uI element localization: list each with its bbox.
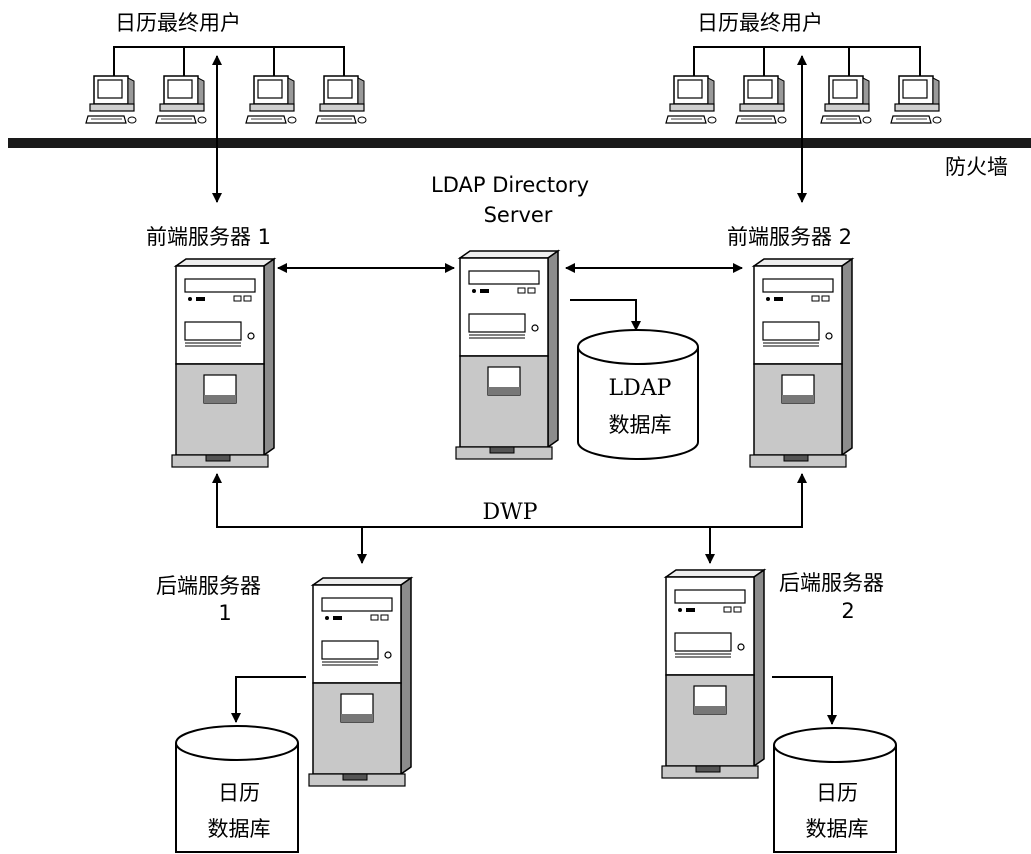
back-server-2-label-line1: 后端服务器 (779, 571, 884, 595)
computer-icon (820, 75, 872, 124)
computer-icon (315, 75, 367, 124)
back-server-2-label-line2: 2 (841, 599, 854, 623)
back1-db-link-arrow (231, 676, 306, 723)
dwp-label: DWP (482, 500, 537, 525)
back-server-1-label-line1: 后端服务器 (156, 574, 261, 598)
computer-icon (245, 75, 297, 124)
end-users-left-group (85, 46, 367, 124)
firewall-bar (8, 138, 1031, 148)
end-users-right-label: 日历最终用户 (697, 11, 823, 35)
front-server-1-icon (171, 258, 275, 468)
front-server-1-label: 前端服务器 1 (146, 225, 271, 249)
computer-icon (890, 75, 942, 124)
back-server-2-icon (661, 569, 765, 779)
ldap-database-icon (577, 329, 699, 460)
computer-icon (85, 75, 137, 124)
back2-db-link-arrow (772, 676, 837, 725)
dwp-bus-line (212, 473, 807, 528)
computer-icon (155, 75, 207, 124)
ldap-db-label-line1: LDAP (609, 376, 672, 401)
ldap-server-label-line1: LDAP Directory (431, 173, 589, 197)
calendar-database-2-icon (773, 727, 897, 853)
ldap-server-label-line2: Server (484, 203, 553, 227)
calendar-database-1-icon (175, 725, 299, 853)
firewall-label: 防火墙 (945, 155, 1008, 179)
back-server-1-icon (308, 577, 412, 787)
ldap-db-label-line2: 数据库 (609, 413, 672, 437)
calendar-db-1-label-line1: 日历 (218, 781, 260, 805)
end-users-left-label: 日历最终用户 (115, 11, 241, 35)
back-server-1-label-line2: 1 (218, 601, 231, 625)
end-users-right-group (665, 46, 942, 124)
front-server-2-icon (749, 258, 853, 468)
calendar-db-2-label-line2: 数据库 (806, 817, 869, 841)
calendar-db-1-label-line2: 数据库 (208, 817, 271, 841)
computer-icon (665, 75, 717, 124)
calendar-db-2-label-line1: 日历 (816, 781, 858, 805)
ldap-db-link-arrow (570, 299, 641, 331)
front-server-2-label: 前端服务器 2 (727, 225, 852, 249)
computer-icon (735, 75, 787, 124)
ldap-server-icon (455, 250, 559, 460)
